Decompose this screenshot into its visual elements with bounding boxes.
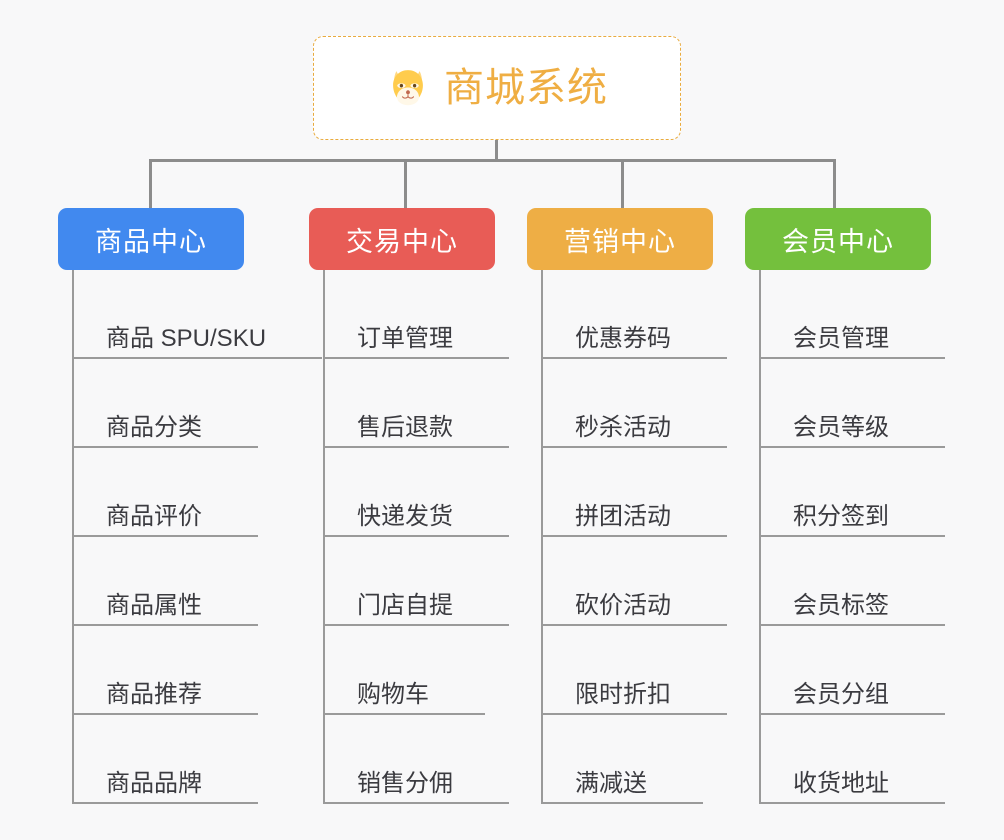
category-header-3[interactable]: 营销中心	[527, 208, 713, 270]
leaf-label: 限时折扣	[575, 681, 727, 715]
list-item[interactable]: 满减送	[543, 715, 727, 804]
connector-drop-1	[149, 159, 152, 209]
category-label-2: 交易中心	[346, 226, 458, 257]
leaf-label: 会员标签	[793, 592, 945, 626]
category-label-3: 营销中心	[564, 226, 676, 257]
list-item[interactable]: 商品属性	[74, 537, 322, 626]
connector-drop-4	[833, 159, 836, 209]
list-item[interactable]: 快递发货	[325, 448, 509, 537]
list-item[interactable]: 会员等级	[761, 359, 945, 448]
list-item[interactable]: 购物车	[325, 626, 509, 715]
leaf-label: 销售分佣	[357, 770, 509, 804]
list-item[interactable]: 拼团活动	[543, 448, 727, 537]
connector-horizontal-bus	[149, 159, 836, 162]
leaf-label: 拼团活动	[575, 503, 727, 537]
leaf-label: 秒杀活动	[575, 414, 727, 448]
leaf-label: 积分签到	[793, 503, 945, 537]
leaf-label: 售后退款	[357, 414, 509, 448]
leaf-label: 快递发货	[357, 503, 509, 537]
leaf-label: 商品属性	[106, 592, 258, 626]
leaf-label: 商品评价	[106, 503, 258, 537]
category-header-1[interactable]: 商品中心	[58, 208, 244, 270]
leaf-label: 优惠券码	[575, 325, 727, 359]
list-item[interactable]: 秒杀活动	[543, 359, 727, 448]
list-item[interactable]: 优惠券码	[543, 270, 727, 359]
list-item[interactable]: 商品 SPU/SKU	[74, 270, 323, 359]
leaf-label: 会员管理	[793, 325, 945, 359]
leaf-label: 满减送	[575, 770, 703, 804]
branch-marketing-center: 营销中心 优惠券码 秒杀活动 拼团活动 砍价活动 限时折扣 满减送	[527, 208, 727, 804]
leaf-list-3: 优惠券码 秒杀活动 拼团活动 砍价活动 限时折扣 满减送	[541, 270, 727, 804]
dog-face-icon	[386, 66, 430, 110]
list-item[interactable]: 商品分类	[74, 359, 322, 448]
root-node[interactable]: 商城系统	[313, 36, 681, 140]
list-item[interactable]: 收货地址	[761, 715, 945, 804]
list-item[interactable]: 限时折扣	[543, 626, 727, 715]
leaf-list-1: 商品 SPU/SKU 商品分类 商品评价 商品属性 商品推荐 商品品牌	[72, 270, 323, 804]
category-header-2[interactable]: 交易中心	[309, 208, 495, 270]
list-item[interactable]: 会员标签	[761, 537, 945, 626]
leaf-list-2: 订单管理 售后退款 快递发货 门店自提 购物车 销售分佣	[323, 270, 509, 804]
leaf-label: 商品品牌	[106, 770, 258, 804]
category-label-1: 商品中心	[95, 226, 207, 257]
list-item[interactable]: 商品推荐	[74, 626, 322, 715]
list-item[interactable]: 售后退款	[325, 359, 509, 448]
leaf-label: 订单管理	[357, 325, 509, 359]
connector-drop-3	[621, 159, 624, 209]
leaf-label: 砍价活动	[575, 592, 727, 626]
branch-trade-center: 交易中心 订单管理 售后退款 快递发货 门店自提 购物车 销售分佣	[309, 208, 509, 804]
leaf-label: 商品推荐	[106, 681, 258, 715]
leaf-label: 商品分类	[106, 414, 258, 448]
connector-root-stem	[495, 140, 498, 162]
list-item[interactable]: 会员分组	[761, 626, 945, 715]
leaf-label: 购物车	[357, 681, 485, 715]
list-item[interactable]: 订单管理	[325, 270, 509, 359]
list-item[interactable]: 砍价活动	[543, 537, 727, 626]
list-item[interactable]: 积分签到	[761, 448, 945, 537]
list-item[interactable]: 商品品牌	[74, 715, 322, 804]
leaf-label: 商品 SPU/SKU	[106, 325, 323, 359]
list-item[interactable]: 商品评价	[74, 448, 322, 537]
leaf-label: 门店自提	[357, 592, 509, 626]
list-item[interactable]: 会员管理	[761, 270, 945, 359]
list-item[interactable]: 销售分佣	[325, 715, 509, 804]
branch-product-center: 商品中心 商品 SPU/SKU 商品分类 商品评价 商品属性 商品推荐 商品品牌	[58, 208, 323, 804]
leaf-label: 会员等级	[793, 414, 945, 448]
leaf-list-4: 会员管理 会员等级 积分签到 会员标签 会员分组 收货地址	[759, 270, 945, 804]
branch-member-center: 会员中心 会员管理 会员等级 积分签到 会员标签 会员分组 收货地址	[745, 208, 945, 804]
category-label-4: 会员中心	[782, 226, 894, 257]
connector-drop-2	[404, 159, 407, 209]
category-header-4[interactable]: 会员中心	[745, 208, 931, 270]
leaf-label: 收货地址	[793, 770, 945, 804]
list-item[interactable]: 门店自提	[325, 537, 509, 626]
root-label: 商城系统	[444, 66, 608, 110]
leaf-label: 会员分组	[793, 681, 945, 715]
